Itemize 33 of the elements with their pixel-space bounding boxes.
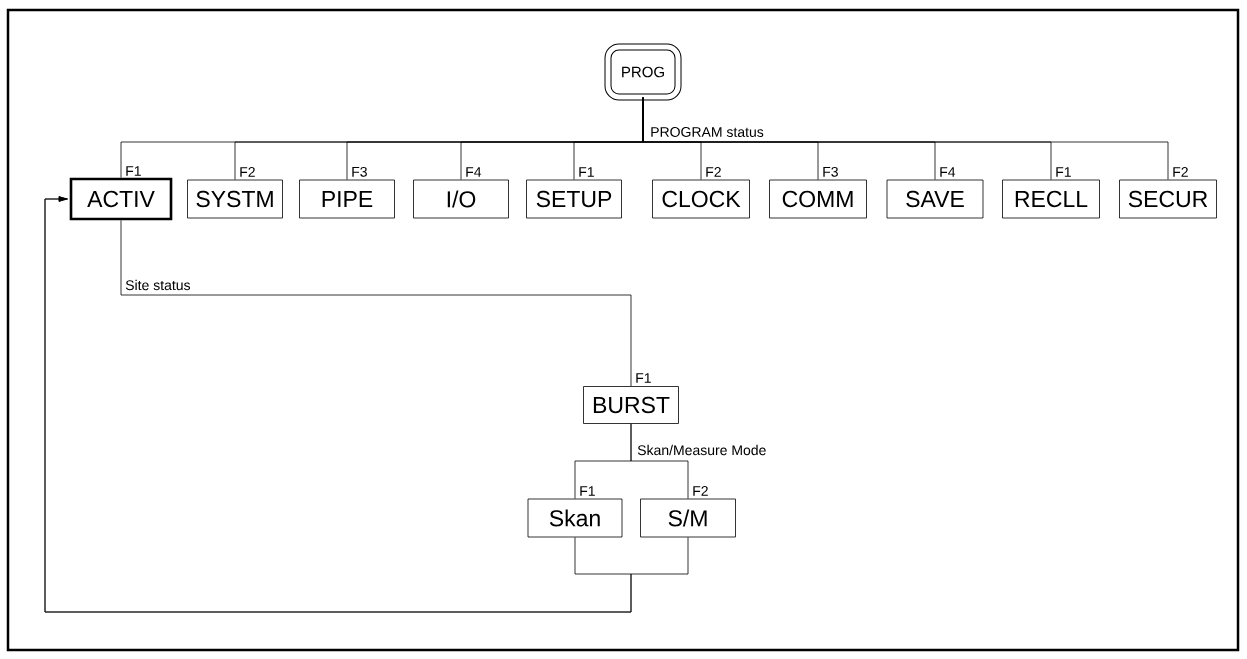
menu-box: Skan xyxy=(527,498,623,538)
status-label: Skan/Measure Mode xyxy=(637,444,766,456)
key-label: F2 xyxy=(240,167,255,177)
key-label: F4 xyxy=(466,167,482,177)
key-label: F3 xyxy=(352,166,367,177)
menu-box: SAVE xyxy=(886,179,984,219)
key-button: PROG xyxy=(604,43,682,101)
key-label: F3 xyxy=(823,166,838,177)
status-label: Site status xyxy=(125,279,191,291)
key-label: F4 xyxy=(940,167,956,177)
key-label: F2 xyxy=(1173,167,1188,177)
menu-box: SYSTM xyxy=(187,179,283,219)
menu-box: I/O xyxy=(413,179,509,219)
menu-box: CLOCK xyxy=(652,179,750,219)
key-label: F1 xyxy=(580,486,595,496)
connector-line xyxy=(120,219,632,387)
menu-box: BURST xyxy=(583,386,679,424)
key-label: F1 xyxy=(636,373,651,383)
menu-box: S/M xyxy=(640,498,736,538)
menu-box: PIPE xyxy=(299,179,395,219)
menu-box: SECUR xyxy=(1119,179,1217,219)
key-label: F2 xyxy=(706,167,721,177)
menu-box: COMM xyxy=(769,179,867,219)
connector-line xyxy=(630,423,689,499)
key-label: F1 xyxy=(126,166,141,176)
key-label: F1 xyxy=(579,167,594,177)
menu-box: ACTIV xyxy=(69,177,173,221)
connector-line xyxy=(642,97,1169,180)
menu-box: SETUP xyxy=(526,179,622,219)
key-label: F1 xyxy=(1056,167,1071,177)
menu-box: RECLL xyxy=(1002,179,1100,219)
status-label: PROGRAM status xyxy=(651,127,764,137)
key-label: F2 xyxy=(693,486,708,496)
